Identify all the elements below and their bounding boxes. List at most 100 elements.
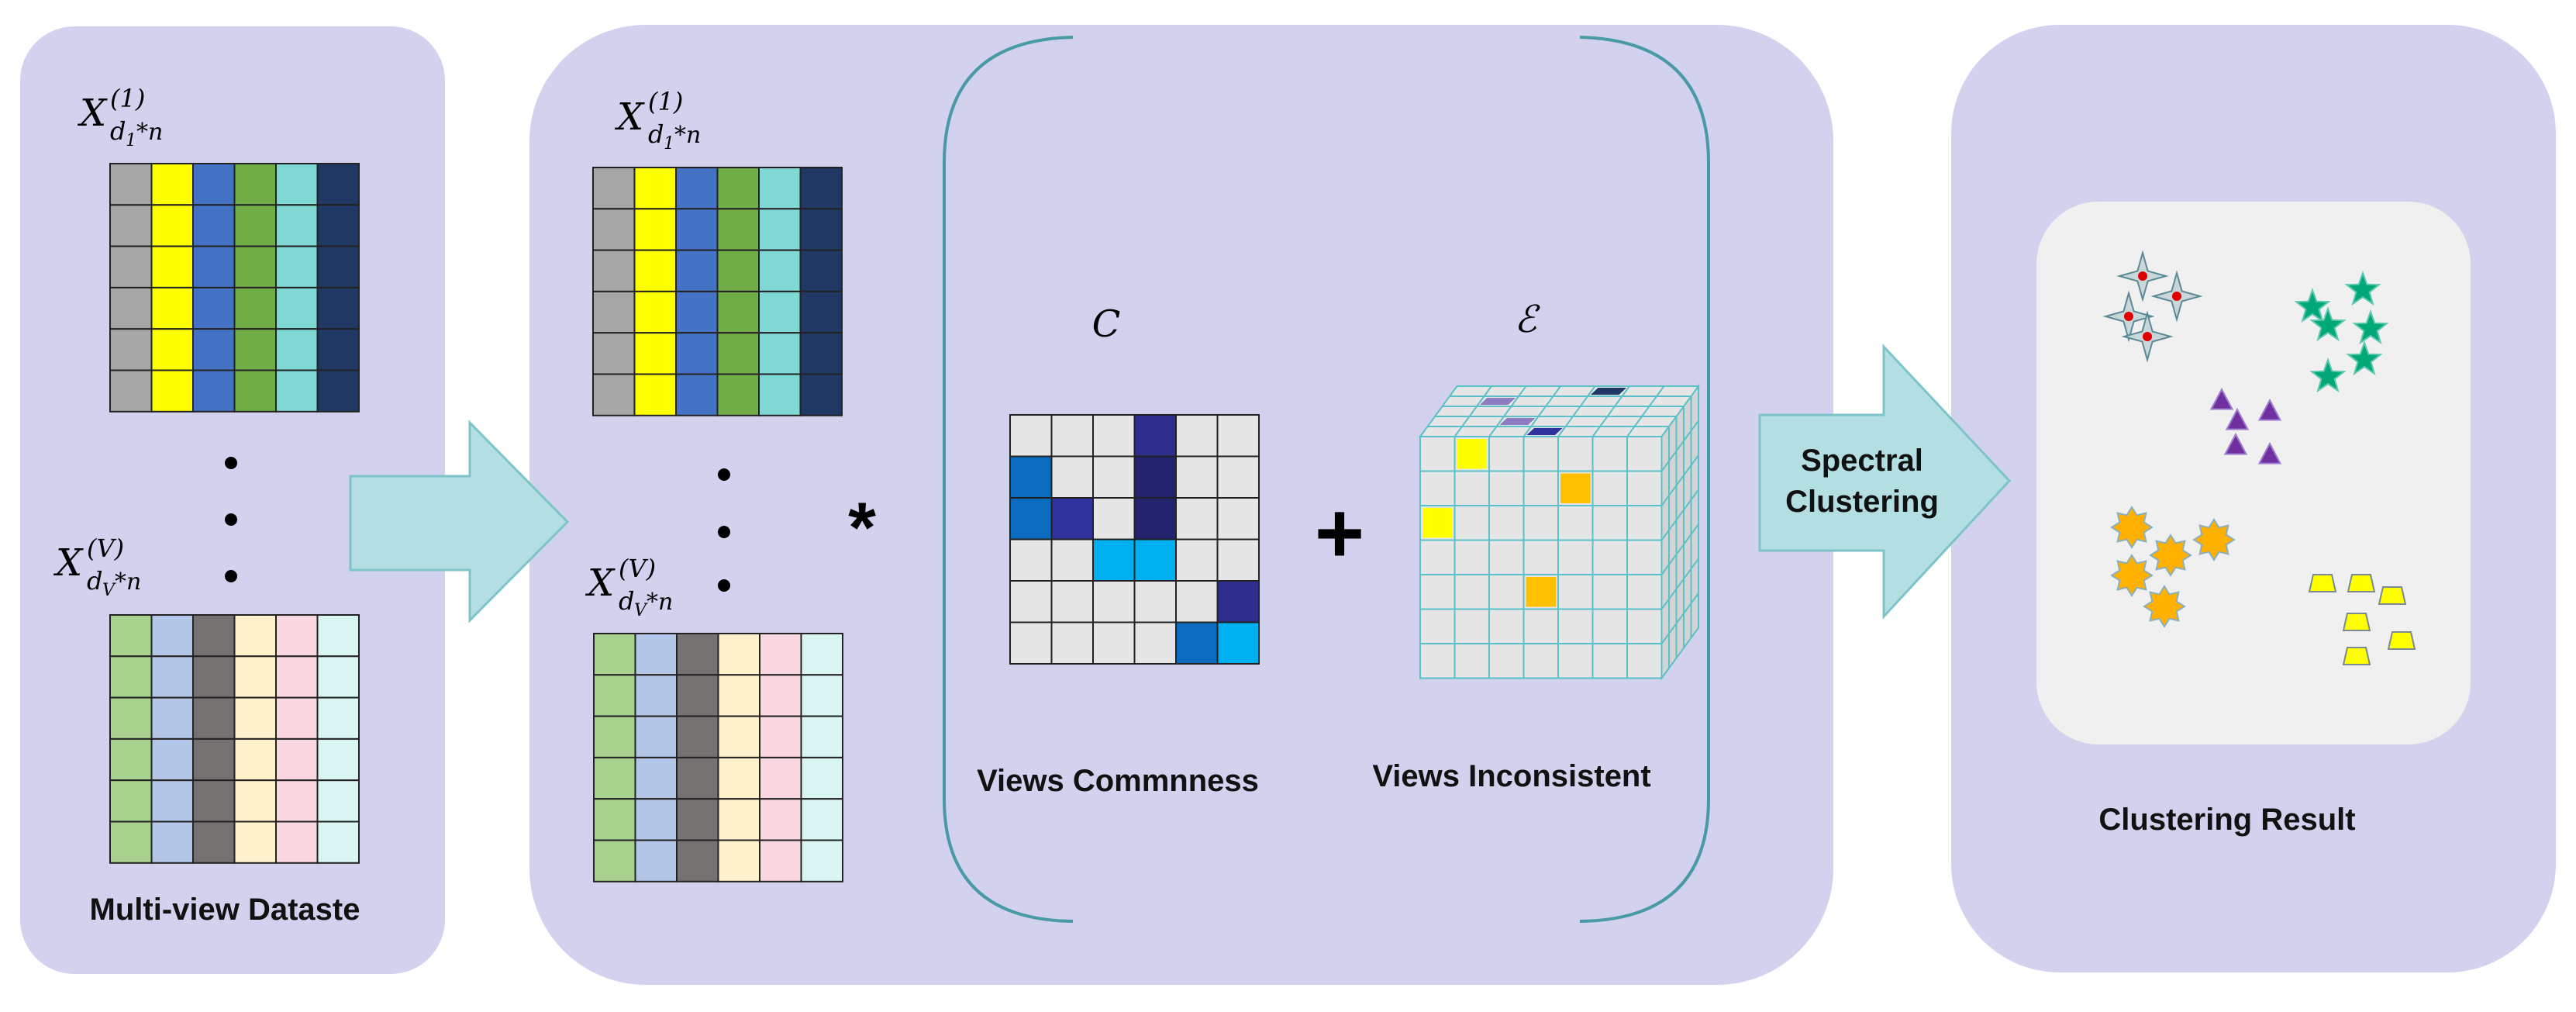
matrix-cell xyxy=(799,373,843,416)
p1-bottom-label-sub: d xyxy=(87,566,102,596)
tensor-grid-line xyxy=(1626,385,1665,437)
p1-bottom-matrix xyxy=(109,614,360,864)
plus-symbol: + xyxy=(1315,485,1364,581)
matrix-cell xyxy=(758,373,802,416)
matrix-cell xyxy=(1092,414,1136,458)
cluster-point xyxy=(2342,647,2371,665)
matrix-cell xyxy=(150,245,194,288)
p2-ellipsis-dot xyxy=(718,468,730,481)
matrix-cell xyxy=(109,204,153,247)
cluster-point xyxy=(2143,332,2152,341)
matrix-cell xyxy=(150,655,194,699)
matrix-cell xyxy=(716,332,760,375)
tensor-grid-line xyxy=(1660,558,1699,610)
matrix-cell xyxy=(1216,621,1260,665)
matrix-cell xyxy=(634,674,678,717)
tensor-grid-line xyxy=(1454,385,1492,437)
matrix-cell xyxy=(799,167,843,210)
tensor-grid-line xyxy=(1488,385,1527,437)
matrix-cell xyxy=(592,290,636,334)
matrix-cell xyxy=(316,369,360,413)
matrix-cell xyxy=(800,633,843,676)
matrix-cell xyxy=(233,820,277,864)
matrix-cell xyxy=(192,820,236,864)
cluster-point xyxy=(2309,357,2347,393)
matrix-cell xyxy=(675,249,719,292)
cluster-point xyxy=(2294,288,2331,323)
matrix-cell xyxy=(1092,580,1136,623)
matrix-cell xyxy=(717,715,760,758)
matrix-cell xyxy=(633,290,677,334)
matrix-cell xyxy=(316,614,360,658)
matrix-cell xyxy=(233,328,277,371)
matrix-cell xyxy=(759,674,802,717)
matrix-cell xyxy=(150,820,194,864)
matrix-cell xyxy=(592,167,636,210)
matrix-cell xyxy=(758,290,802,334)
matrix-cell xyxy=(1050,538,1094,582)
commonness-caption: Views Commnness xyxy=(977,764,1259,798)
matrix-cell xyxy=(675,167,719,210)
p2-top-label-subindex: 1 xyxy=(664,134,674,154)
matrix-cell xyxy=(633,332,677,375)
matrix-cell xyxy=(192,696,236,740)
tensor-front-face xyxy=(1419,436,1663,679)
matrix-cell xyxy=(676,756,719,800)
matrix-cell xyxy=(675,373,719,416)
matrix-cell xyxy=(634,715,678,758)
matrix-cell xyxy=(593,674,636,717)
matrix-cell xyxy=(716,290,760,334)
p2-top-label-sub: d xyxy=(648,119,664,149)
matrix-cell xyxy=(593,715,636,758)
matrix-cell xyxy=(592,373,636,416)
matrix-cell xyxy=(109,737,153,782)
cluster-points xyxy=(2102,250,2416,665)
tensor-highlight-cell xyxy=(1457,439,1487,469)
matrix-cell xyxy=(1050,455,1094,499)
arrow-label-line2: Clustering xyxy=(1785,485,1939,519)
tensor-grid-line xyxy=(1660,489,1699,541)
matrix-cell xyxy=(592,249,636,292)
matrix-cell xyxy=(1175,455,1219,499)
matrix-cell xyxy=(634,756,678,800)
matrix-cell xyxy=(109,163,153,206)
matrix-cell xyxy=(150,286,194,330)
matrix-cell xyxy=(192,163,236,206)
matrix-cell xyxy=(634,798,678,841)
matrix-cell xyxy=(1092,455,1136,499)
p1-top-label-base: X xyxy=(77,92,108,135)
tensor-highlight-cell xyxy=(1526,577,1556,607)
cluster-point xyxy=(2225,407,2250,430)
matrix-cell xyxy=(233,779,277,823)
tensor-grid-line xyxy=(1522,385,1561,437)
cluster-point xyxy=(2209,387,2234,410)
cluster-point xyxy=(2342,613,2371,631)
arrow-spectral-clustering xyxy=(1758,344,2012,620)
matrix-cell xyxy=(109,286,153,330)
tensor-grid-line xyxy=(1557,385,1596,437)
matrix-cell xyxy=(192,779,236,823)
matrix-cell xyxy=(150,696,194,740)
matrix-cell xyxy=(1092,538,1136,582)
p1-ellipsis-dot xyxy=(225,457,237,469)
matrix-cell xyxy=(1216,580,1260,623)
p2-top-label-subtail: *n xyxy=(674,122,701,149)
p1-top-matrix xyxy=(109,163,360,413)
matrix-cell xyxy=(1050,414,1094,458)
matrix-cell xyxy=(800,715,843,758)
matrix-cell xyxy=(109,696,153,740)
matrix-cell xyxy=(1216,455,1260,499)
matrix-cell xyxy=(275,820,319,864)
tensor-grid-line xyxy=(1660,592,1699,644)
matrix-cell xyxy=(716,208,760,251)
matrix-cell xyxy=(1009,497,1053,541)
matrix-cell xyxy=(759,633,802,676)
matrix-cell xyxy=(800,798,843,841)
cluster-point xyxy=(2138,271,2147,281)
p1-bottom-label-subtail: *n xyxy=(115,568,141,596)
matrix-cell xyxy=(675,208,719,251)
matrix-cell xyxy=(593,633,636,676)
matrix-cell xyxy=(758,249,802,292)
cluster-point xyxy=(2344,271,2381,306)
